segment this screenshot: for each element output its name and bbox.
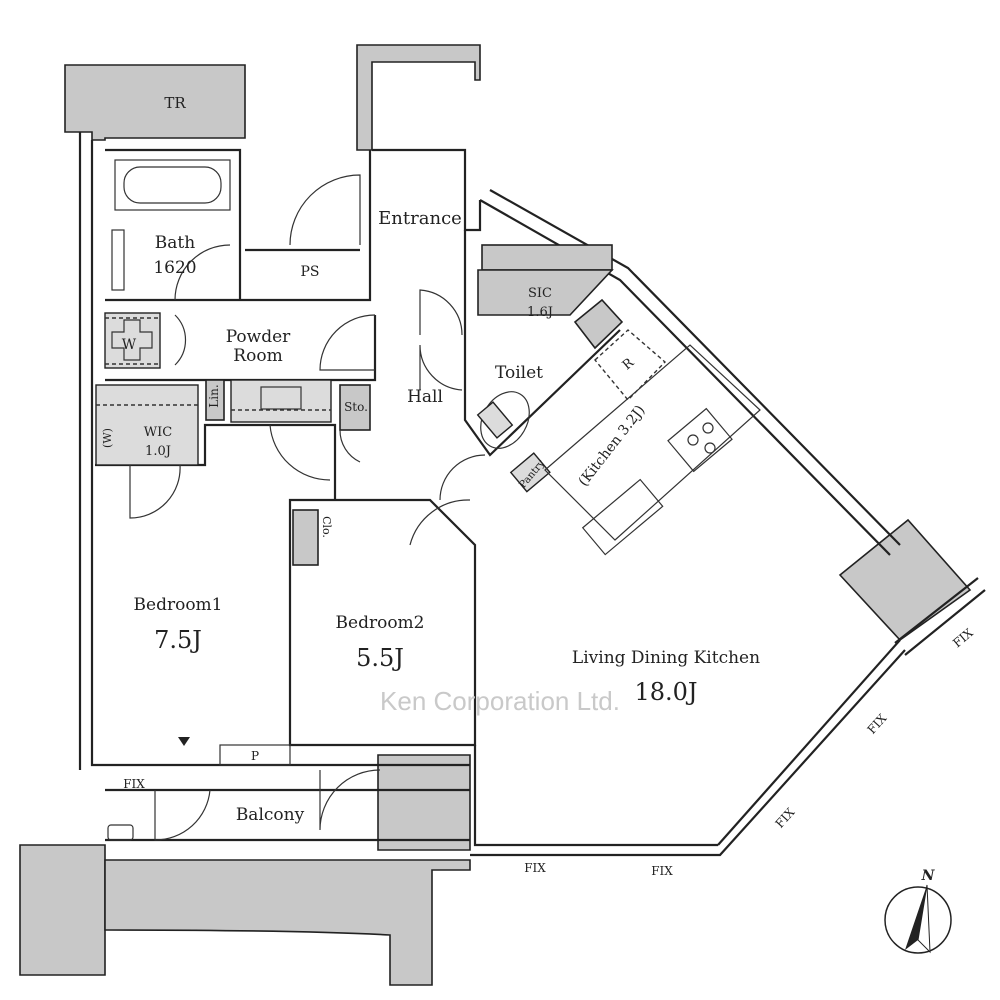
compass: N — [884, 868, 952, 954]
label-bath-size: 1620 — [153, 258, 196, 278]
fixtures — [95, 159, 761, 841]
bathtub — [114, 159, 231, 211]
label-powder-room: Powder — [226, 327, 291, 347]
label-toilet: Toilet — [495, 363, 543, 383]
kitchen-island — [581, 478, 664, 556]
walls — [78, 132, 986, 857]
watermark: Ken Corporation Ltd. — [380, 686, 620, 716]
label-wic-size: 1.0J — [145, 444, 171, 459]
label-kitchen: (Kitchen 3.2J) — [576, 402, 649, 489]
label-sic: SIC — [528, 286, 552, 301]
label-bedroom1: Bedroom1 — [134, 595, 223, 615]
label-fix-diag-3: FIX — [950, 625, 976, 650]
label-wic: WIC — [144, 425, 172, 440]
label-bedroom1-size: 7.5J — [154, 626, 202, 654]
label-ldk-size: 18.0J — [634, 678, 697, 706]
stove — [667, 407, 733, 473]
label-bedroom2-size: 5.5J — [356, 644, 404, 672]
entrance-marker-icon — [178, 737, 190, 746]
label-fix-diag-2: FIX — [865, 711, 890, 737]
label-powder-room-2: Room — [233, 346, 282, 366]
label-sic-size: 1.6J — [527, 305, 553, 320]
label-fix-diag-1: FIX — [773, 805, 798, 831]
label-ps: PS — [300, 264, 319, 280]
compass-needle-icon — [905, 885, 927, 950]
label-entrance: Entrance — [378, 208, 462, 229]
label-clo: Clo. — [320, 516, 333, 538]
label-fix-bottom-2: FIX — [651, 864, 673, 878]
doors — [129, 174, 486, 841]
label-sto: Sto. — [344, 400, 368, 414]
label-w: W — [122, 337, 137, 353]
label-ldk: Living Dining Kitchen — [572, 648, 760, 668]
label-p: P — [251, 749, 259, 763]
bathtub-basin — [123, 166, 222, 204]
label-hall: Hall — [407, 387, 443, 407]
label-fix-balcony: FIX — [123, 777, 145, 791]
label-balcony: Balcony — [236, 805, 305, 825]
compass-circle — [884, 886, 952, 954]
compass-north-label: N — [921, 868, 936, 884]
label-r: R — [620, 355, 638, 374]
label-wic-w: (W) — [101, 428, 114, 448]
label-lin: Lin. — [207, 384, 221, 407]
label-fix-bottom-1: FIX — [524, 861, 546, 875]
washer — [104, 312, 161, 369]
label-bedroom2: Bedroom2 — [336, 613, 425, 633]
label-bath: Bath — [155, 233, 195, 253]
label-tr: TR — [164, 94, 186, 112]
